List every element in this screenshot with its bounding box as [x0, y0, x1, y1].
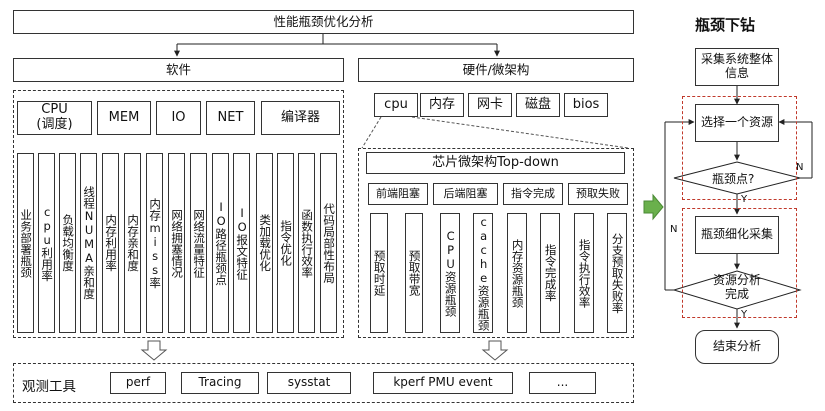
software-item: 函数执行效率 [298, 153, 315, 333]
software-container [13, 90, 344, 338]
software-category-cpu: CPU (调度) [17, 101, 92, 135]
software-category-net: NET [206, 101, 255, 135]
tool-perf: perf [110, 372, 166, 394]
hardware-tab-bios: bios [564, 93, 608, 117]
software-item: 业务部署瓶颈 [17, 153, 34, 333]
software-category-mem: MEM [97, 101, 151, 135]
software-item: 负载均衡度 [59, 153, 76, 333]
hardware-tab-memory: 内存 [420, 93, 464, 117]
hardware-item: 分支预取失败率 [607, 213, 627, 333]
software-item: 网络流量特征 [190, 153, 207, 333]
flow-analysis-done: 资源分析完成 [712, 273, 761, 301]
software-node: 软件 [13, 58, 344, 82]
flow-y2: Y [741, 309, 748, 320]
flow-n1: N [796, 162, 804, 173]
tools-label: 观测工具 [22, 379, 76, 395]
hardware-tab-cpu: cpu [374, 93, 418, 117]
software-item: cpu利用率 [38, 153, 55, 333]
software-item: 类加载优化 [256, 153, 273, 333]
root-node: 性能瓶颈优化分析 [13, 10, 634, 34]
software-item: 网络拥塞情况 [168, 153, 185, 333]
software-category-compiler: 编译器 [261, 101, 340, 135]
software-item: IO报文特征 [233, 153, 250, 333]
hardware-item: 内存资源瓶颈 [507, 213, 527, 333]
tool-more: ... [529, 372, 596, 394]
hardware-item: CPU资源瓶颈 [440, 213, 460, 333]
topdown-group-backend: 后端阻塞 [433, 183, 498, 205]
flow-title: 瓶颈下钻 [695, 16, 756, 34]
hardware-item: 预取时延 [370, 213, 388, 333]
flow-select: 选择一个资源 [695, 104, 779, 142]
software-item: 内存亲和度 [124, 153, 141, 333]
flow-loop-1 [682, 96, 797, 200]
software-item: 内存miss率 [146, 153, 163, 333]
hardware-item: cache资源瓶颈 [473, 213, 493, 333]
topdown-group-frontend: 前端阻塞 [368, 183, 428, 205]
hardware-item: 预取带宽 [405, 213, 423, 333]
software-item: 内存利用率 [102, 153, 119, 333]
flow-end: 结束分析 [695, 330, 779, 364]
software-item: 线程NUMA亲和度 [80, 153, 97, 333]
hardware-item: 指令完成率 [540, 213, 560, 333]
topdown-title: 芯片微架构Top-down [366, 152, 625, 174]
topdown-group-retire: 指令完成 [503, 183, 563, 205]
flow-y1: Y [741, 194, 748, 205]
flow-collect: 采集系统整体信息 [695, 48, 779, 86]
tool-kperf: kperf PMU event [373, 372, 513, 394]
tools-container [13, 363, 634, 403]
flow-loop-2 [682, 208, 797, 318]
software-item: 指令优化 [277, 153, 294, 333]
hardware-tab-nic: 网卡 [468, 93, 512, 117]
hardware-item: 指令执行效率 [574, 213, 594, 333]
flow-n2: N [670, 224, 678, 235]
tool-sysstat: sysstat [267, 372, 351, 394]
flow-refine: 瓶颈细化采集 [695, 216, 779, 254]
flow-is-bottleneck: 瓶颈点? [712, 172, 755, 186]
hardware-node: 硬件/微架构 [358, 58, 634, 82]
topdown-group-prefetch: 预取失败 [568, 183, 628, 205]
topdown-container [358, 148, 634, 338]
tool-tracing: Tracing [181, 372, 259, 394]
software-item: IO路径瓶颈点 [212, 153, 229, 333]
software-category-io: IO [156, 101, 201, 135]
hardware-tab-disk: 磁盘 [516, 93, 560, 117]
software-item: 代码局部性布局 [320, 153, 337, 333]
